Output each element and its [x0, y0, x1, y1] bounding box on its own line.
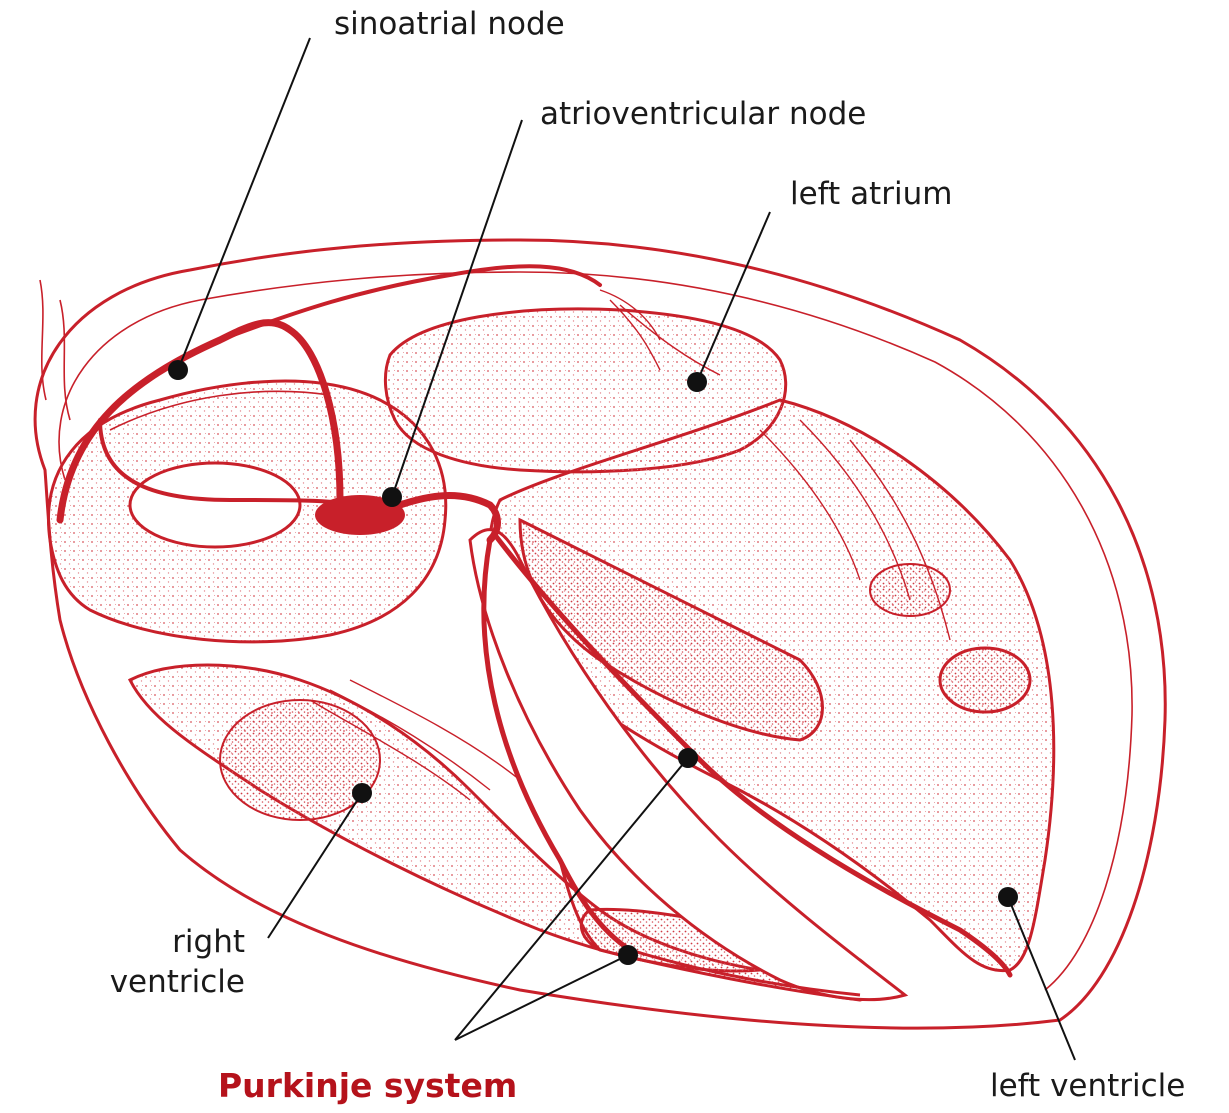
dot-av-node	[382, 487, 402, 507]
dot-left-ventricle	[998, 887, 1018, 907]
label-left-ventricle: left ventricle	[990, 1068, 1185, 1104]
dot-right-ventricle	[352, 783, 372, 803]
tricuspid-opening	[130, 463, 300, 547]
label-purkinje-system: Purkinje system	[218, 1068, 517, 1104]
dot-left-atrium	[687, 372, 707, 392]
label-right-ventricle-line1: right	[60, 924, 245, 960]
dot-sinoatrial	[168, 360, 188, 380]
papillary-muscle	[940, 648, 1030, 712]
dot-purkinje-a	[678, 748, 698, 768]
label-right-ventricle-line2: ventricle	[60, 964, 245, 1000]
label-atrioventricular-node: atrioventricular node	[540, 96, 866, 132]
label-sinoatrial-node: sinoatrial node	[334, 6, 565, 42]
dot-purkinje-b	[618, 945, 638, 965]
label-left-atrium: left atrium	[790, 176, 952, 212]
